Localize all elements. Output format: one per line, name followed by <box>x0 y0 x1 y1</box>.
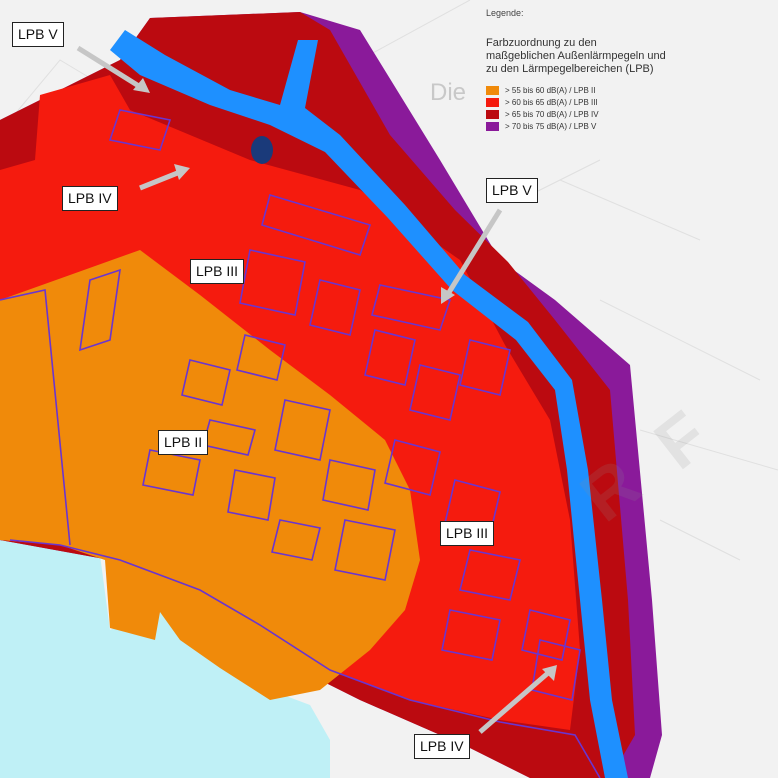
arrow-lpb-iv-left <box>139 164 190 191</box>
callout-lpb-iii-upper: LPB III <box>190 259 245 284</box>
plan-boundary <box>9 539 601 778</box>
road-band <box>110 30 628 778</box>
callout-lpb-ii: LPB II <box>158 430 209 455</box>
callout-lpb-v-top: LPB V <box>12 22 64 47</box>
legend-item: > 60 bis 65 dB(A) / LPB III <box>486 97 666 108</box>
callout-lpb-iv-bottom: LPB IV <box>414 734 470 759</box>
callout-arrows <box>76 45 557 734</box>
plan-boundary-west <box>0 289 71 546</box>
callout-lpb-iii-lower: LPB III <box>440 521 495 546</box>
zone-lpb-ii <box>0 250 420 700</box>
legend-description: Farbzuordnung zu den maßgeblichen Außenl… <box>486 37 666 75</box>
basemap-street-label: Die <box>430 79 466 106</box>
callout-lpb-iv-left: LPB IV <box>62 186 118 211</box>
legend-swatch-red <box>486 98 499 107</box>
legend-heading: Legende: <box>486 8 524 18</box>
legend-label: > 70 bis 75 dB(A) / LPB V <box>505 122 597 131</box>
building-outlines <box>79 109 581 701</box>
legend-label: > 60 bis 65 dB(A) / LPB III <box>505 98 598 107</box>
legend-label: > 65 bis 70 dB(A) / LPB IV <box>505 110 599 119</box>
legend-swatch-dark-red <box>486 110 499 119</box>
legend-swatch-orange <box>486 86 499 95</box>
arrow-lpb-v-right <box>441 208 503 304</box>
legend-swatch-purple <box>486 122 499 131</box>
legend-item: > 55 bis 60 dB(A) / LPB II <box>486 85 666 96</box>
legend: Legende: Farbzuordnung zu den maßgeblich… <box>486 8 666 133</box>
water-area <box>0 535 330 778</box>
legend-item: > 70 bis 75 dB(A) / LPB V <box>486 121 666 132</box>
arrow-lpb-iv-bottom <box>478 665 557 734</box>
arrow-lpb-v-top <box>76 45 150 93</box>
callout-lpb-v-right: LPB V <box>486 178 538 203</box>
legend-item: > 65 bis 70 dB(A) / LPB IV <box>486 109 666 120</box>
road-roundabout <box>251 136 273 164</box>
legend-label: > 55 bis 60 dB(A) / LPB II <box>505 86 596 95</box>
